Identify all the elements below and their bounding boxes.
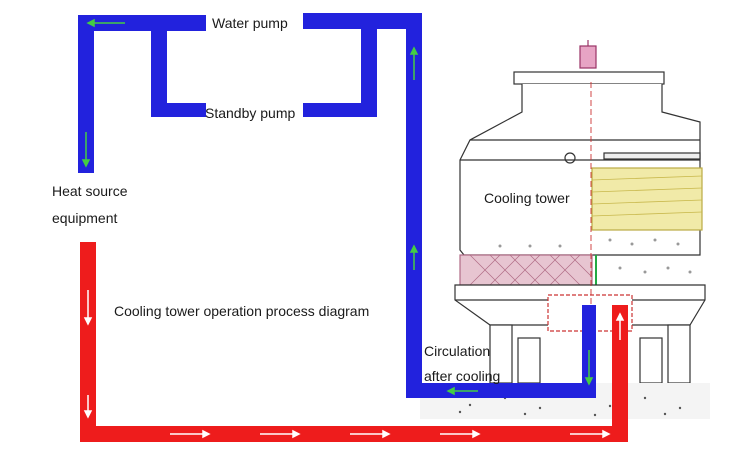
- flow-arrows-hot: [83, 290, 625, 439]
- label-cooling-tower: Cooling tower: [484, 190, 570, 206]
- pipe-top-right-horizontal: [303, 13, 422, 29]
- pipe-heat-source-drop: [80, 242, 96, 442]
- label-water-pump: Water pump: [212, 15, 288, 31]
- label-circulation-line1: Circulation: [424, 343, 491, 359]
- fill-media: [591, 167, 703, 231]
- flow-arrows-cold: [81, 18, 594, 396]
- cold-water-pipes: [78, 13, 596, 398]
- pipe-tower-inlet: [612, 305, 628, 442]
- label-heat-source-line2: equipment: [52, 210, 118, 226]
- tower-roof: [513, 71, 665, 85]
- label-process-title: Cooling tower operation process diagram: [114, 303, 370, 319]
- cooling-tower: [420, 40, 710, 419]
- label-heat-source-line1: Heat source: [52, 183, 128, 199]
- air-inlet-louvres: [459, 254, 593, 286]
- label-standby-pump: Standby pump: [205, 105, 296, 121]
- pipe-left-drop: [78, 15, 94, 173]
- fan-motor: [579, 45, 597, 69]
- pipe-main-riser: [406, 13, 422, 398]
- pipe-bottom-return: [406, 383, 596, 398]
- pipe-top-left-horizontal: [78, 15, 206, 31]
- label-circulation-line2: after cooling: [424, 368, 501, 384]
